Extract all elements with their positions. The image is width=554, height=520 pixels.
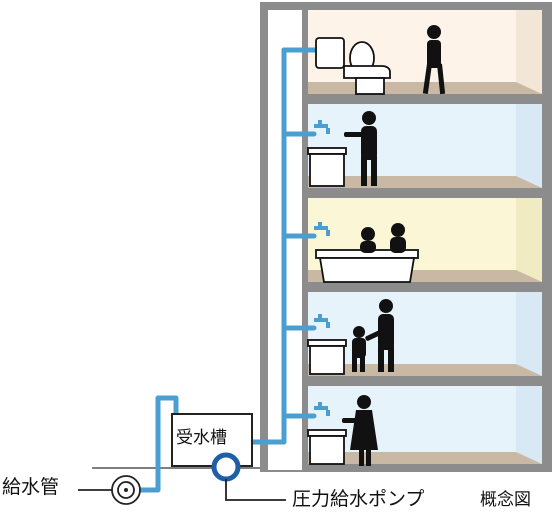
- basin-icon-5: [307, 429, 347, 465]
- concept-diagram-label: 概念図: [480, 490, 531, 510]
- floor-5: [308, 386, 542, 464]
- basin-icon-4: [307, 339, 347, 375]
- faucet-icon-3: [314, 222, 330, 236]
- room-2-side-wall: [516, 104, 542, 188]
- person-icon-floor-4-child: [352, 326, 366, 372]
- bathtub-icon: [315, 249, 419, 283]
- fixtures: [307, 37, 419, 465]
- person-icon-floor-2: [344, 111, 377, 186]
- supply-pipe-line: [137, 395, 179, 493]
- slab-3: [302, 282, 544, 292]
- pressure-pump-icon: [211, 452, 241, 482]
- person-icon-floor-3-a: [360, 227, 376, 253]
- sink-icon: [307, 147, 347, 187]
- person-icon-floor-5: [342, 395, 378, 466]
- floor-perspective-4: [308, 364, 542, 376]
- water-pipes: [137, 47, 323, 493]
- pump-leader-line: [225, 479, 286, 501]
- person-icon-floor-4-adult: [365, 299, 394, 372]
- faucet-icon-5: [314, 402, 330, 416]
- room-4-side-wall: [516, 292, 542, 376]
- faucets: [314, 120, 330, 416]
- slab-1: [302, 94, 544, 104]
- room-3-side-wall: [516, 198, 542, 282]
- slab-2: [302, 188, 544, 198]
- room-2: [308, 104, 542, 188]
- people: [342, 25, 446, 466]
- faucet-icon-2: [314, 120, 330, 134]
- person-icon-floor-1: [422, 25, 446, 95]
- person-icon-floor-3-b: [390, 223, 406, 253]
- receiving-tank: [171, 413, 253, 467]
- room-5: [308, 386, 542, 464]
- toilet-icon: [315, 37, 391, 95]
- slab-4: [302, 376, 544, 386]
- tank-to-riser-pipe: [247, 47, 287, 445]
- faucet-icon-4: [314, 314, 330, 328]
- supply-pipe-label: 給水管: [2, 476, 60, 498]
- room-5-side-wall: [516, 386, 542, 464]
- floor-4: [308, 292, 542, 376]
- supply-pipe-symbol: [111, 475, 141, 505]
- floor-3: [308, 198, 542, 282]
- receiving-tank-label: 受水槽: [176, 428, 227, 448]
- pressure-pump-label: 圧力給水ポンプ: [292, 488, 425, 510]
- room-1-side-wall: [516, 10, 542, 94]
- room-4: [308, 292, 542, 376]
